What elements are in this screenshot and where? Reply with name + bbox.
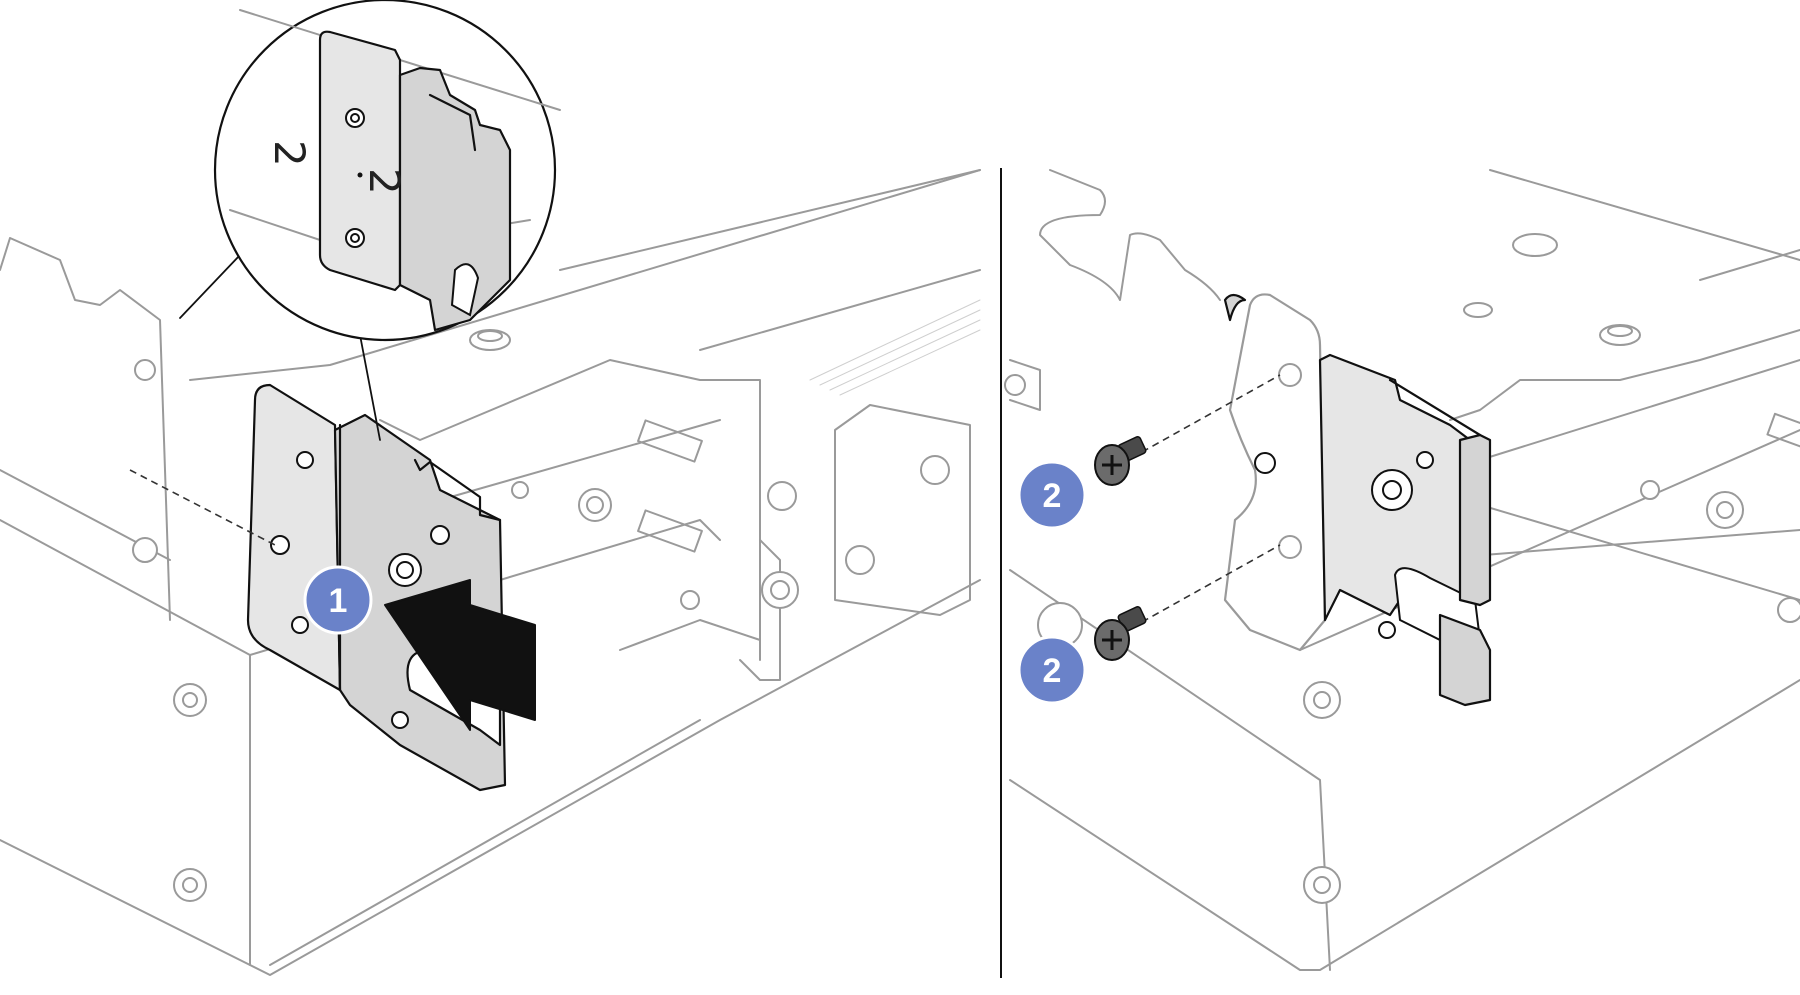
left-panel: 2 2 1 bbox=[0, 0, 981, 976]
magnifier-detail: 2 2 bbox=[229, 9, 561, 332]
screw-icon bbox=[1094, 606, 1147, 661]
mark-text-inner: 2 bbox=[360, 168, 409, 195]
screw-upper bbox=[1094, 374, 1281, 486]
right-panel: 2 2 bbox=[1004, 169, 1800, 971]
step-2-label-lower: 2 bbox=[1043, 652, 1062, 690]
right-chassis bbox=[1004, 169, 1800, 971]
screw-icon bbox=[1094, 436, 1147, 486]
mounted-bracket bbox=[1223, 293, 1492, 707]
mark-text-outer: 2 bbox=[265, 140, 314, 167]
step-2-label-upper: 2 bbox=[1043, 477, 1062, 515]
push-arrow-icon bbox=[384, 579, 536, 731]
step-2-callout-lower: 2 bbox=[1017, 635, 1087, 705]
step-2-callout-upper: 2 bbox=[1017, 460, 1087, 530]
magnifier-icon: 2 2 bbox=[179, 0, 561, 441]
left-chassis bbox=[0, 169, 981, 976]
screw-lower bbox=[1094, 544, 1281, 661]
step-1-label: 1 bbox=[329, 582, 348, 620]
step-1-callout: 1 bbox=[303, 565, 373, 635]
